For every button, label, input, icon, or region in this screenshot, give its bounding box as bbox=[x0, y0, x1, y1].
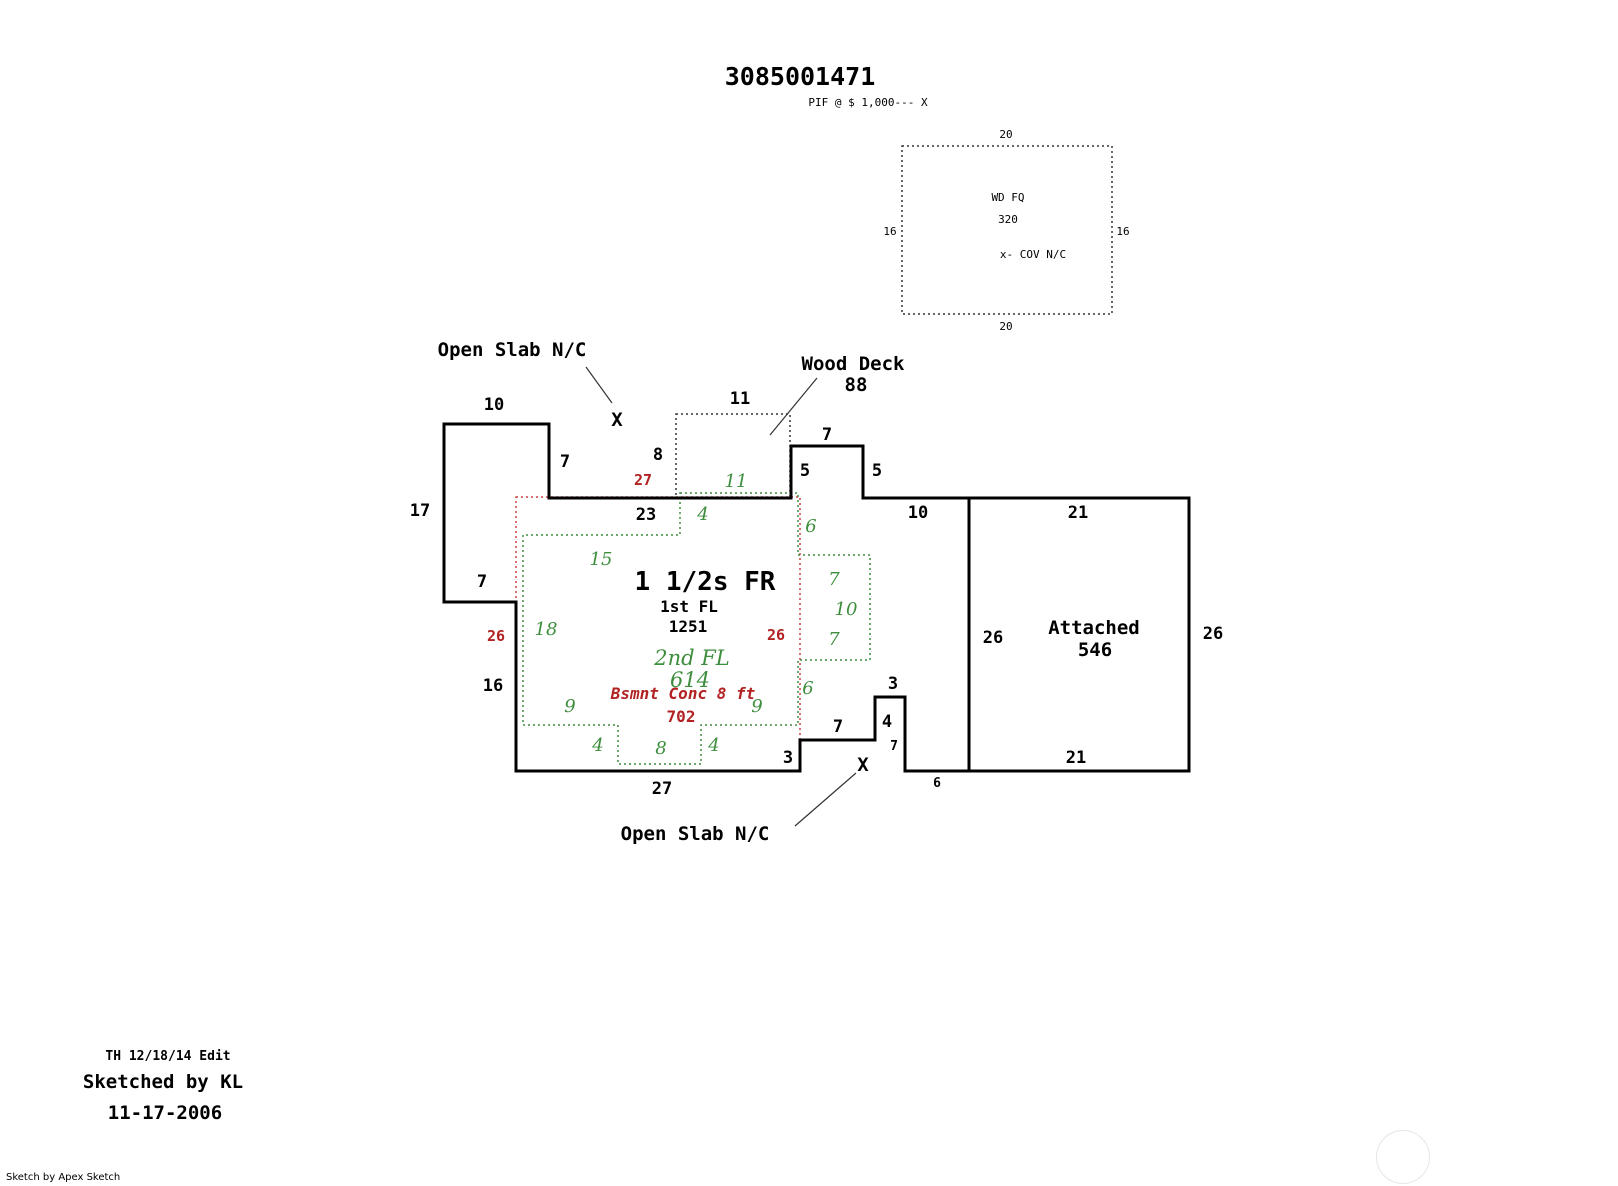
dim-label: 10 bbox=[908, 503, 928, 523]
second-floor-dim: 4 bbox=[696, 504, 708, 525]
second-floor-area: 614 bbox=[670, 668, 710, 692]
wood-deck-label: Wood Deck bbox=[802, 353, 906, 375]
dim-label: 21 bbox=[1066, 748, 1086, 768]
second-floor-dim: 4 bbox=[591, 735, 603, 756]
sketch-date: 11-17-2006 bbox=[108, 1102, 222, 1124]
wood-fq-dim-left: 16 bbox=[883, 225, 896, 238]
second-floor-dim: 11 bbox=[725, 471, 748, 492]
second-floor-dim: 9 bbox=[751, 696, 762, 717]
open-slab-bottom-label: Open Slab N/C bbox=[621, 823, 770, 845]
sketched-by: Sketched by KL bbox=[83, 1071, 243, 1093]
dim-label: 7 bbox=[833, 717, 843, 737]
watermark-circle bbox=[1376, 1130, 1430, 1184]
first-floor-area: 1251 bbox=[669, 617, 708, 636]
dim-label: 10 bbox=[484, 395, 504, 415]
second-floor-dim: 6 bbox=[805, 516, 816, 537]
second-floor-dim: 8 bbox=[655, 738, 666, 759]
main-house-title: 1 1/2s FR bbox=[635, 567, 776, 597]
second-floor-dim: 9 bbox=[564, 696, 575, 717]
garage-area: 546 bbox=[1078, 639, 1112, 661]
dim-label: 8 bbox=[653, 445, 663, 465]
wood-fq-dim-right: 16 bbox=[1116, 225, 1129, 238]
dim-label: 26 bbox=[983, 628, 1003, 648]
main-house-walls bbox=[442, 422, 971, 773]
second-floor-dim: 4 bbox=[707, 735, 719, 756]
dim-label: 6 bbox=[933, 776, 941, 791]
dim-label: 27 bbox=[652, 779, 672, 799]
second-floor-dim: 15 bbox=[590, 549, 613, 570]
dim-label: 7 bbox=[890, 739, 898, 754]
dim-label: 16 bbox=[483, 676, 503, 696]
wood-deck-leader bbox=[769, 377, 818, 436]
dim-label: 3 bbox=[888, 674, 898, 694]
second-floor-dim: 18 bbox=[535, 619, 558, 640]
wood-deck-area: 88 bbox=[845, 374, 868, 396]
dim-label: 5 bbox=[872, 461, 882, 481]
x-mark-bottom: X bbox=[857, 754, 869, 776]
basement-area: 702 bbox=[667, 707, 696, 726]
x-mark-top: X bbox=[611, 409, 623, 431]
basement-dim: 27 bbox=[634, 471, 652, 489]
basement-dim: 26 bbox=[767, 626, 785, 644]
second-floor-label: 2nd FL bbox=[653, 646, 730, 670]
open-slab-top-leader bbox=[585, 366, 613, 404]
open-slab-bottom-leader bbox=[794, 772, 857, 827]
sketch-credit: Sketch by Apex Sketch bbox=[6, 1172, 120, 1183]
wood-fq-outline bbox=[901, 145, 1113, 315]
dim-label: 3 bbox=[783, 748, 793, 768]
second-floor-dim: 10 bbox=[835, 599, 858, 620]
second-floor-dim: 7 bbox=[828, 569, 840, 590]
dim-label: 4 bbox=[882, 712, 892, 732]
open-slab-top-label: Open Slab N/C bbox=[438, 339, 587, 361]
wood-fq-note: x- COV N/C bbox=[1000, 248, 1066, 261]
garage-walls bbox=[967, 496, 1191, 773]
parcel-id: 3085001471 bbox=[725, 62, 876, 91]
wood-fq-area: 320 bbox=[998, 213, 1018, 226]
edit-note: TH 12/18/14 Edit bbox=[105, 1049, 230, 1064]
basement-dim: 26 bbox=[487, 627, 505, 645]
wood-fq-dim-bottom: 20 bbox=[999, 320, 1012, 333]
wood-fq-label: WD FQ bbox=[991, 191, 1024, 204]
dim-label: 11 bbox=[730, 389, 750, 409]
dim-label: 7 bbox=[560, 452, 570, 472]
second-floor-outline bbox=[522, 492, 871, 765]
garage-label: Attached bbox=[1048, 617, 1140, 639]
second-floor-dim: 7 bbox=[828, 629, 840, 650]
pif-note: PIF @ $ 1,000--- X bbox=[808, 96, 928, 109]
second-floor-dim: 6 bbox=[802, 678, 813, 699]
dim-label: 26 bbox=[1203, 624, 1223, 644]
dim-label: 7 bbox=[822, 425, 832, 445]
dim-label: 21 bbox=[1068, 503, 1088, 523]
first-floor-label: 1st FL bbox=[660, 597, 718, 616]
wood-fq-dim-top: 20 bbox=[999, 128, 1012, 141]
basement-label: Bsmnt Conc 8 ft bbox=[610, 684, 756, 703]
dim-label: 5 bbox=[800, 461, 810, 481]
basement-outline bbox=[515, 496, 801, 772]
dim-label: 7 bbox=[477, 572, 487, 592]
dim-label: 17 bbox=[410, 501, 430, 521]
dim-label: 23 bbox=[636, 505, 656, 525]
